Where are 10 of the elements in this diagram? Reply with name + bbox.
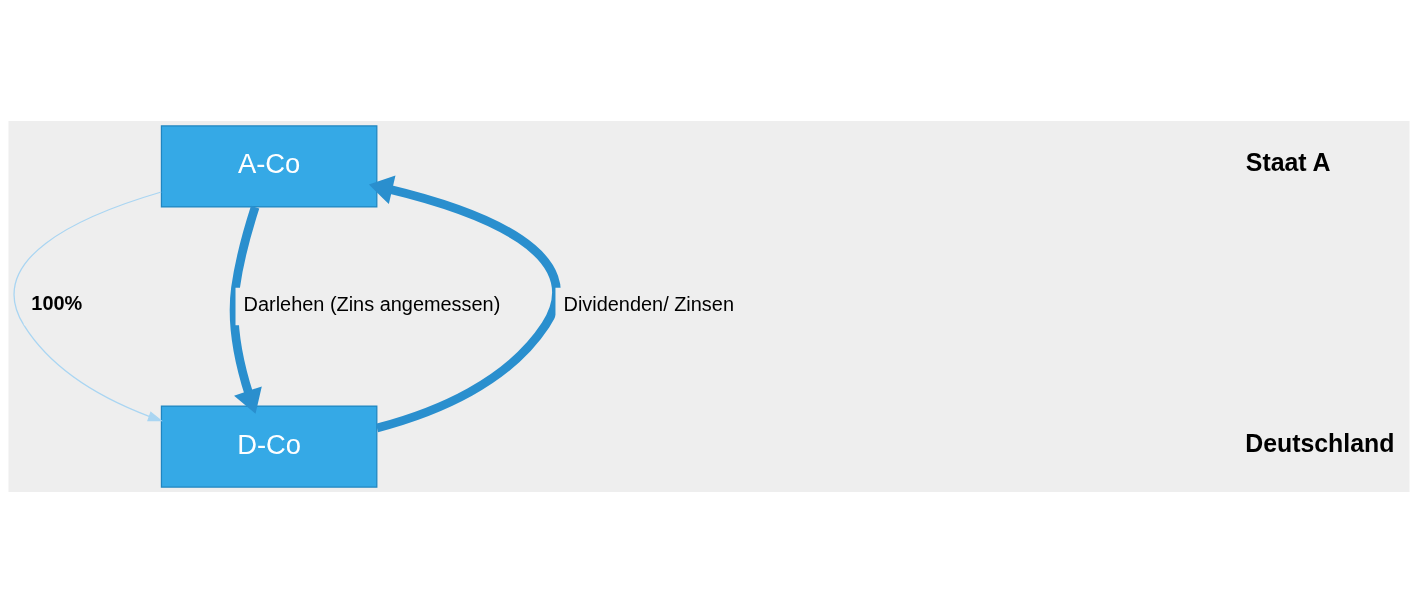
label: Deutschland <box>1245 428 1395 457</box>
node-box: D-Co <box>160 405 378 488</box>
label: Staat A <box>1245 147 1331 176</box>
edge-label: Darlehen (Zins angemessen) <box>243 292 501 315</box>
edge-label: 100% <box>31 291 83 314</box>
node-box: A-Co <box>160 124 378 207</box>
arrow <box>368 175 561 432</box>
arrow <box>229 205 262 414</box>
arrow <box>13 190 163 421</box>
edge-label: Dividenden/ Zinsen <box>563 292 734 315</box>
